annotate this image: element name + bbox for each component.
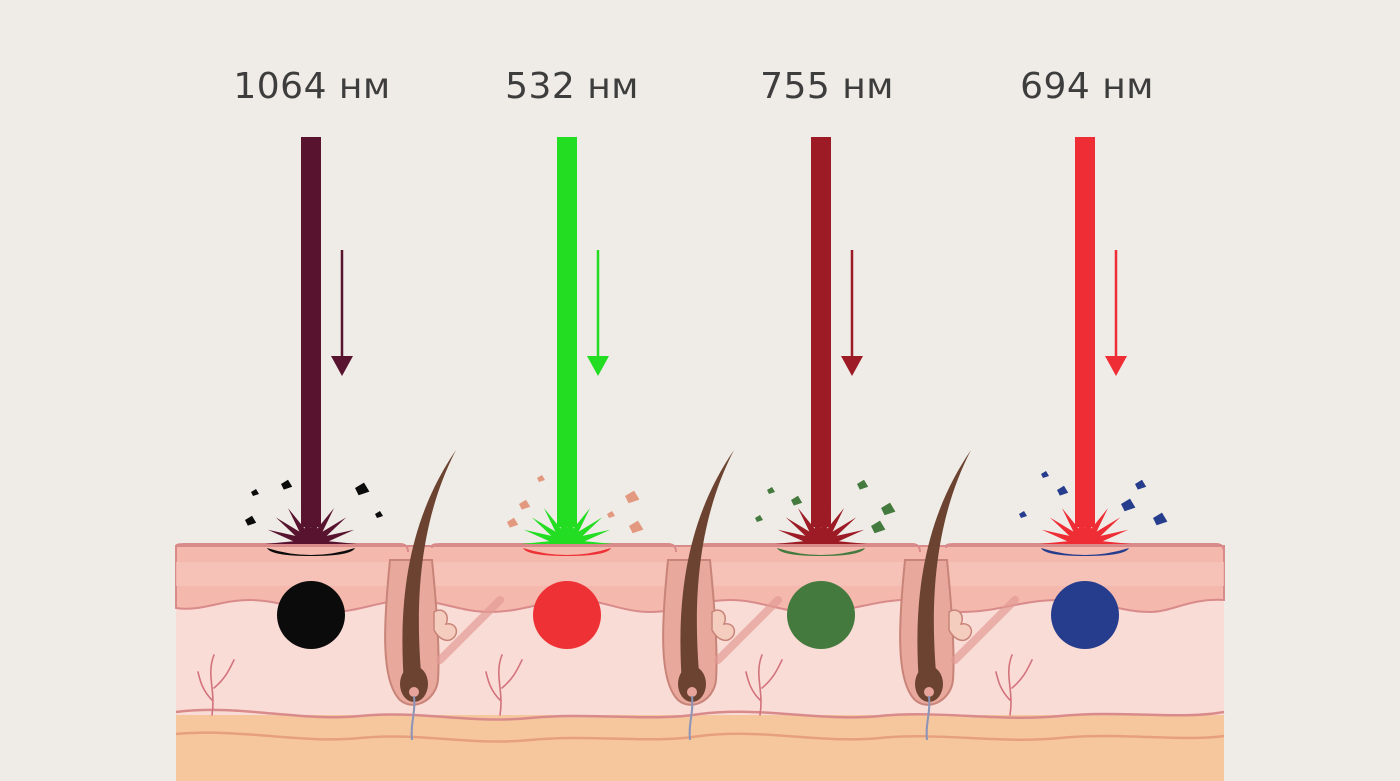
pigment-debris xyxy=(767,487,775,494)
skin-surface-segment xyxy=(945,543,1225,553)
hair-follicle xyxy=(384,450,504,741)
arrector-muscle xyxy=(951,596,1019,664)
pigment-target xyxy=(277,581,345,649)
surface-residue xyxy=(777,548,865,556)
dermal-papilla xyxy=(687,687,697,697)
dermal-papilla xyxy=(409,687,419,697)
hair-follicle xyxy=(899,450,1019,741)
laser-beam xyxy=(1075,137,1095,527)
pigment-debris xyxy=(519,499,531,510)
pigment-debris xyxy=(1019,511,1027,518)
dermal-papilla xyxy=(924,687,934,697)
papilla-vessel xyxy=(688,695,694,741)
pigment-target xyxy=(533,581,601,649)
blood-vessel xyxy=(197,654,235,716)
laser-beam xyxy=(557,137,577,527)
laser-group xyxy=(755,137,896,649)
impact-burst xyxy=(775,503,867,544)
pigment-debris xyxy=(507,517,519,528)
pigment-debris xyxy=(375,511,383,518)
surface-residue xyxy=(267,548,355,556)
hair-shaft xyxy=(680,450,734,684)
pigment-target xyxy=(1051,581,1119,649)
pigment-debris xyxy=(755,515,763,522)
impact-burst xyxy=(521,503,613,544)
laser-group xyxy=(507,137,644,649)
laser-group xyxy=(245,137,383,649)
impact-burst xyxy=(1039,503,1131,544)
pigment-debris xyxy=(607,511,615,518)
pigment-debris xyxy=(857,479,869,490)
blood-vessel xyxy=(485,654,523,716)
hair-shaft xyxy=(402,450,456,684)
pigment-debris xyxy=(1057,485,1069,496)
surface-residue xyxy=(1041,548,1129,556)
skin-surface-segment xyxy=(175,543,409,553)
pigment-debris xyxy=(1153,512,1168,526)
pigment-debris xyxy=(355,482,370,496)
papilla-vessel xyxy=(410,695,416,741)
arrector-muscle xyxy=(714,596,782,664)
blood-vessels xyxy=(197,654,1033,716)
hair-follicle xyxy=(662,450,782,741)
pigment-debris xyxy=(537,475,545,482)
direction-arrow-head xyxy=(1105,356,1127,376)
blood-vessel xyxy=(745,654,783,716)
skin-surface-segment xyxy=(431,543,677,553)
laser-beam xyxy=(811,137,831,527)
direction-arrow-head xyxy=(841,356,863,376)
pigment-debris xyxy=(881,502,896,516)
impact-burst xyxy=(265,503,357,544)
pigment-debris xyxy=(625,490,640,504)
hair-shaft xyxy=(917,450,971,684)
skin-surface xyxy=(175,543,1225,553)
pigment-debris xyxy=(871,520,886,534)
sebaceous-gland xyxy=(433,609,458,642)
pigment-debris xyxy=(629,520,644,534)
deep-border xyxy=(175,731,1225,743)
hair-follicles xyxy=(384,450,1019,741)
direction-arrow-head xyxy=(587,356,609,376)
wavelength-label-532: 532 нм xyxy=(505,66,639,107)
laser-group xyxy=(1019,137,1168,649)
pigment-debris xyxy=(1121,498,1136,512)
dermis-subcutis-border xyxy=(175,708,1225,721)
surface-residue xyxy=(523,548,611,556)
pigment-debris xyxy=(245,515,257,526)
pigment-debris xyxy=(791,495,803,506)
papilla-vessel xyxy=(925,695,931,741)
pigment-debris xyxy=(1135,479,1147,490)
wavelength-label-1064: 1064 нм xyxy=(233,66,391,107)
blood-vessel xyxy=(995,654,1033,716)
wavelength-label-694: 694 нм xyxy=(1020,66,1154,107)
sebaceous-gland xyxy=(711,609,736,642)
pigment-debris xyxy=(281,479,293,490)
direction-arrow-head xyxy=(331,356,353,376)
laser-beam xyxy=(301,137,321,527)
sebaceous-gland xyxy=(948,609,973,642)
pigment-debris xyxy=(1041,471,1049,478)
arrector-muscle xyxy=(436,596,504,664)
wavelength-label-755: 755 нм xyxy=(760,66,894,107)
laser-beams xyxy=(245,137,1168,649)
pigment-target xyxy=(787,581,855,649)
pigment-debris xyxy=(251,489,259,496)
